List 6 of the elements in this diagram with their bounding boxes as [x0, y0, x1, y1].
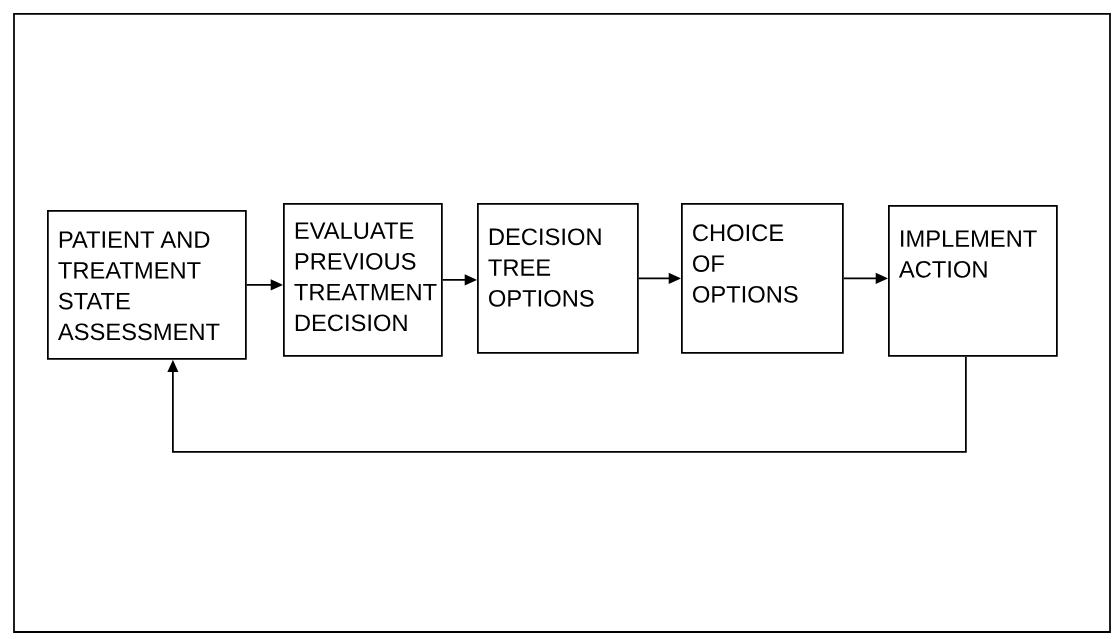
arrow [167, 355, 967, 453]
process-box: PATIENT AND TREATMENT STATE ASSESSMENT [47, 210, 247, 360]
process-box: IMPLEMENT ACTION [888, 205, 1058, 357]
process-box: DECISION TREE OPTIONS [477, 203, 639, 354]
process-box: EVALUATE PREVIOUS TREATMENT DECISION [283, 203, 443, 357]
process-box: CHOICE OF OPTIONS [681, 203, 844, 354]
